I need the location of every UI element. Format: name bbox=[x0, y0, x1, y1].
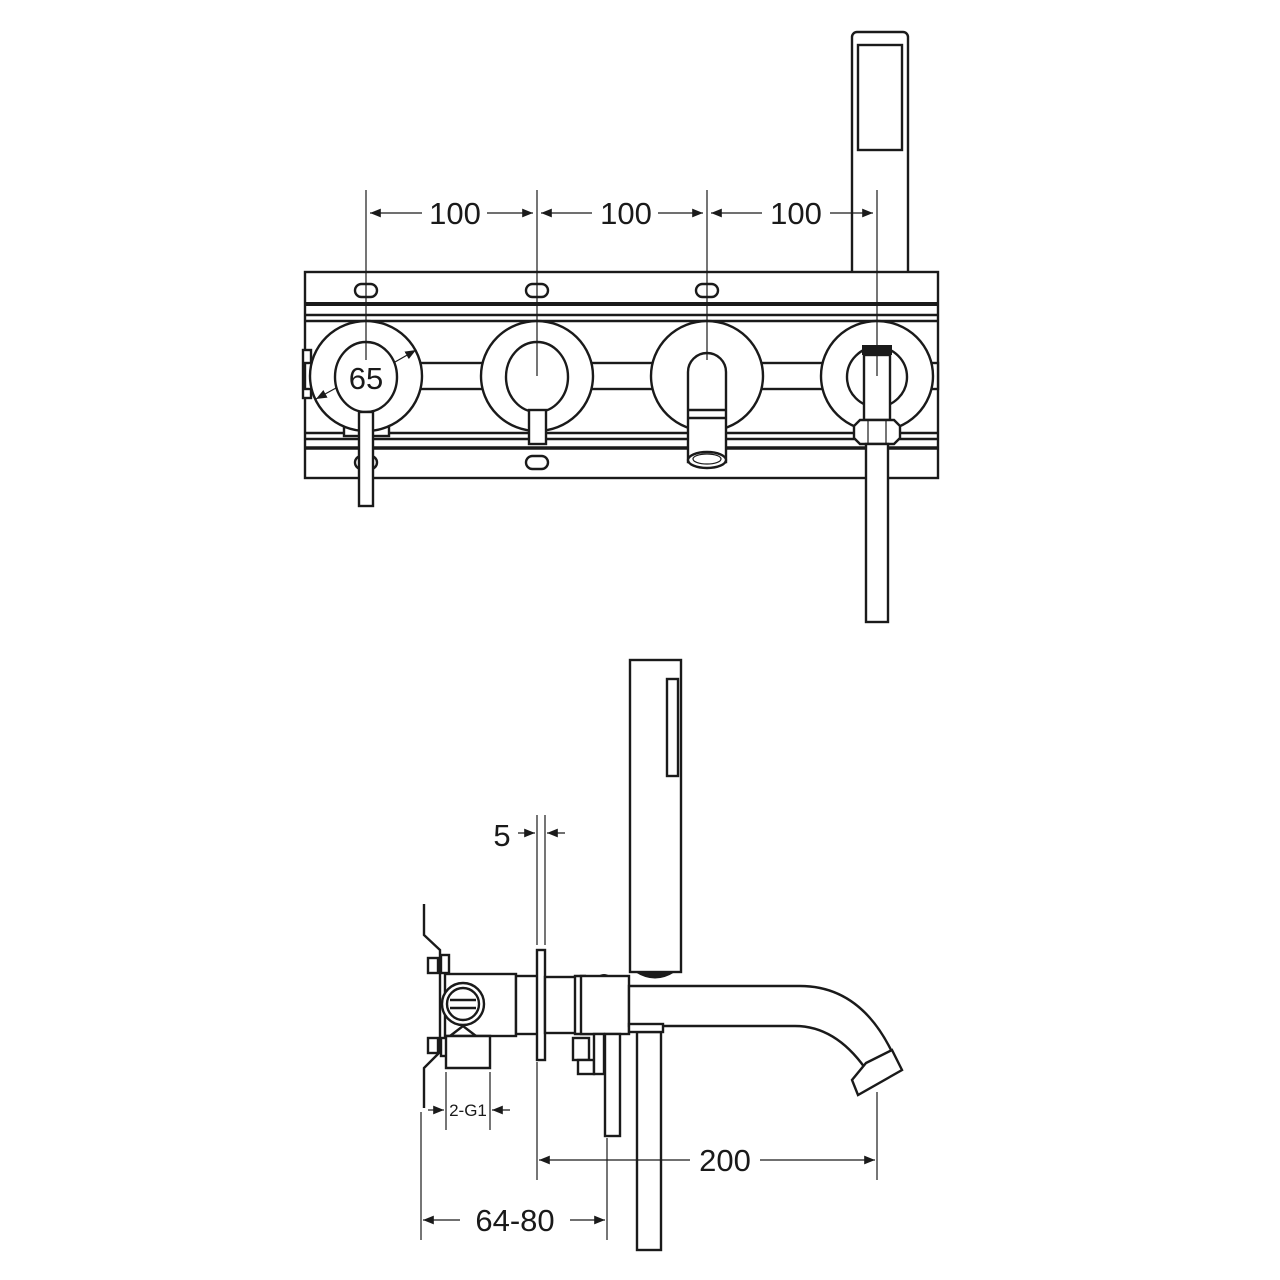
dimension-label-65: 65 bbox=[349, 361, 383, 396]
front-view: 100 100 100 65 bbox=[301, 30, 940, 624]
diameter-dimension: 65 bbox=[315, 349, 417, 400]
dimension-label-2-g1: 2-G1 bbox=[449, 1101, 487, 1120]
dimension-label-100-c: 100 bbox=[770, 196, 822, 231]
hand-shower-side bbox=[628, 658, 683, 1252]
dimension-label-100-a: 100 bbox=[429, 196, 481, 231]
mounting-plate bbox=[301, 270, 940, 480]
spout-side bbox=[627, 984, 904, 1097]
dimension-label-200: 200 bbox=[699, 1143, 751, 1178]
valve-body bbox=[440, 972, 540, 1070]
side-dimensions: 5 2-G1 200 64-80 bbox=[420, 815, 878, 1240]
dimension-label-100-b: 100 bbox=[600, 196, 652, 231]
hand-shower-head bbox=[850, 30, 910, 334]
side-view: 5 2-G1 200 64-80 bbox=[420, 658, 904, 1252]
mixer-body-side bbox=[543, 974, 631, 1138]
spout-front bbox=[649, 319, 765, 470]
center-lines bbox=[365, 190, 878, 376]
dimension-label-5: 5 bbox=[493, 818, 510, 853]
spacing-dimensions: 100 100 100 bbox=[370, 196, 873, 231]
dimension-label-64-80: 64-80 bbox=[475, 1203, 554, 1238]
wall-flange bbox=[535, 948, 547, 1062]
